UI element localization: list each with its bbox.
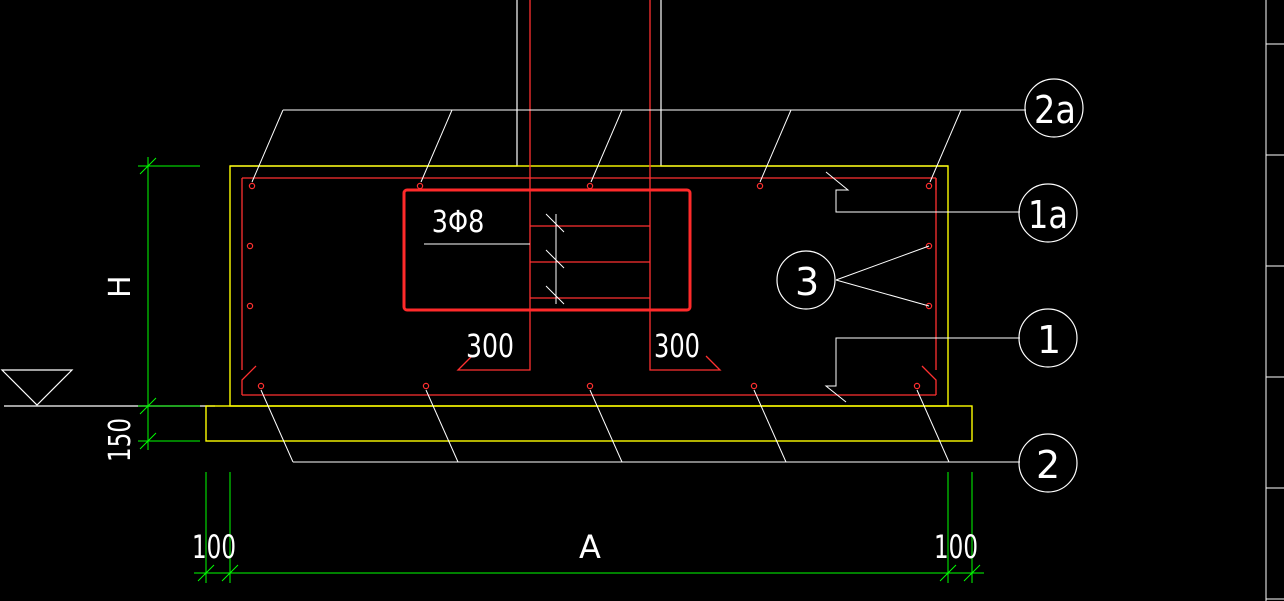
- callout-1a-label: 1a: [1028, 193, 1068, 237]
- rebar-lines: [241, 0, 937, 396]
- left-margin-dimension-label: 100: [192, 528, 236, 566]
- base-thickness-dimension-label: 150: [103, 418, 138, 462]
- dimension-lines: [138, 157, 984, 583]
- concrete-outline: [205, 165, 973, 442]
- callout-3-label: 3: [795, 260, 819, 304]
- callout-2a-label: 2a: [1034, 88, 1076, 132]
- haunch-right-label: 300: [654, 327, 700, 365]
- rebar-dots: [246, 182, 933, 390]
- height-dimension-label: H: [103, 275, 138, 298]
- right-ruler: [1265, 0, 1284, 601]
- highlight-box[interactable]: [402, 188, 692, 312]
- column-outline: [230, 0, 948, 167]
- callout-1-label: 1: [1037, 318, 1061, 362]
- callout-circles: [776, 78, 1084, 493]
- leader-lines: [251, 109, 1026, 463]
- stirrup-note-label: 3Φ8: [432, 204, 485, 240]
- right-margin-dimension-label: 100: [934, 528, 978, 566]
- width-dimension-label: A: [579, 528, 601, 566]
- haunch-left-label: 300: [466, 327, 514, 365]
- callout-2-label: 2: [1036, 443, 1060, 487]
- ground-level-symbol: [0, 369, 215, 407]
